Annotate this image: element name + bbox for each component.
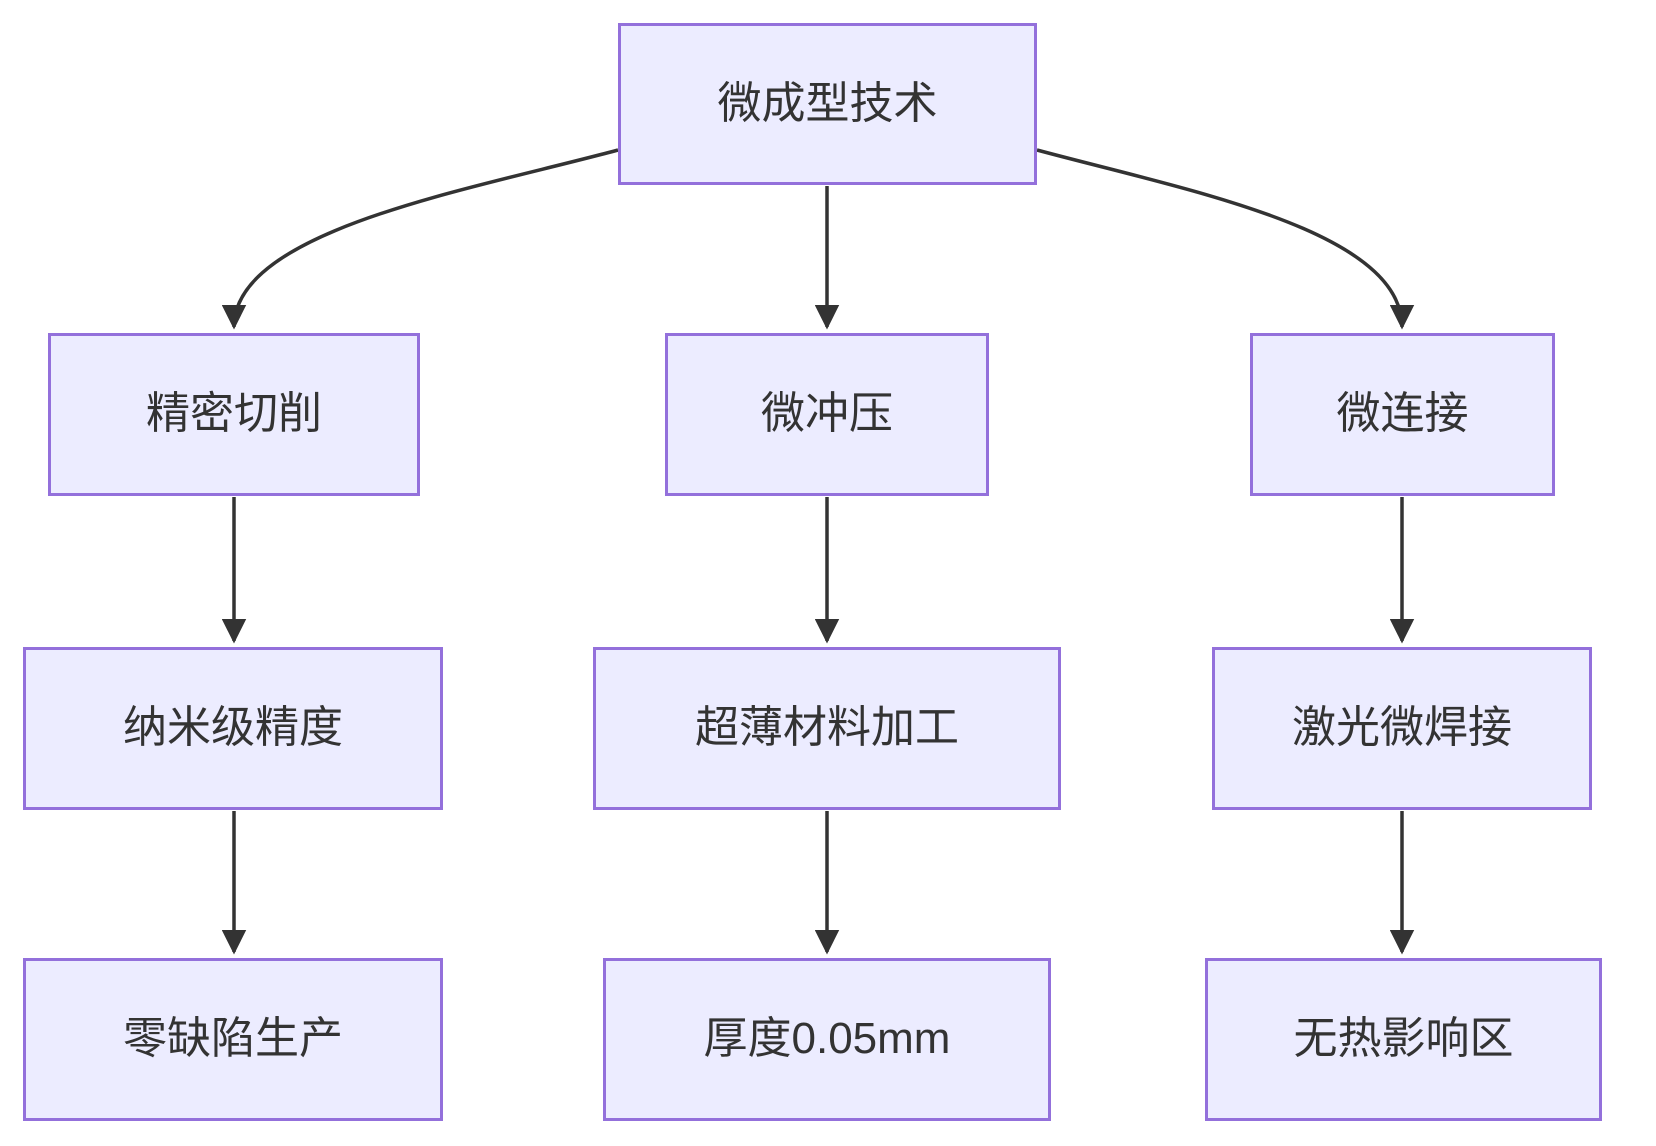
- node-result-cutting-label: 零缺陷生产: [123, 1014, 343, 1064]
- node-branch-stamping: 微冲压: [665, 333, 989, 496]
- node-result-cutting: 零缺陷生产: [23, 958, 443, 1121]
- node-feature-stamping-label: 超薄材料加工: [695, 703, 959, 753]
- edge-root-to-branch-joining: [1036, 148, 1415, 330]
- node-feature-joining-label: 激光微焊接: [1292, 703, 1512, 753]
- node-feature-stamping: 超薄材料加工: [593, 647, 1061, 810]
- node-root-label: 微成型技术: [717, 78, 938, 128]
- node-root: 微成型技术: [618, 23, 1037, 185]
- node-result-stamping: 厚度0.05mm: [603, 958, 1051, 1121]
- node-result-stamping-label: 厚度0.05mm: [703, 1014, 951, 1064]
- node-branch-joining: 微连接: [1250, 333, 1555, 496]
- node-result-joining: 无热影响区: [1205, 958, 1602, 1121]
- node-feature-joining: 激光微焊接: [1212, 647, 1592, 810]
- node-branch-cutting-label: 精密切削: [146, 389, 322, 439]
- edge-root-to-branch-cutting: [221, 148, 619, 330]
- node-branch-stamping-label: 微冲压: [761, 389, 893, 439]
- node-result-joining-label: 无热影响区: [1293, 1014, 1514, 1064]
- node-feature-cutting-label: 纳米级精度: [123, 703, 343, 753]
- node-branch-joining-label: 微连接: [1336, 389, 1469, 439]
- node-branch-cutting: 精密切削: [48, 333, 420, 496]
- node-feature-cutting: 纳米级精度: [23, 647, 443, 810]
